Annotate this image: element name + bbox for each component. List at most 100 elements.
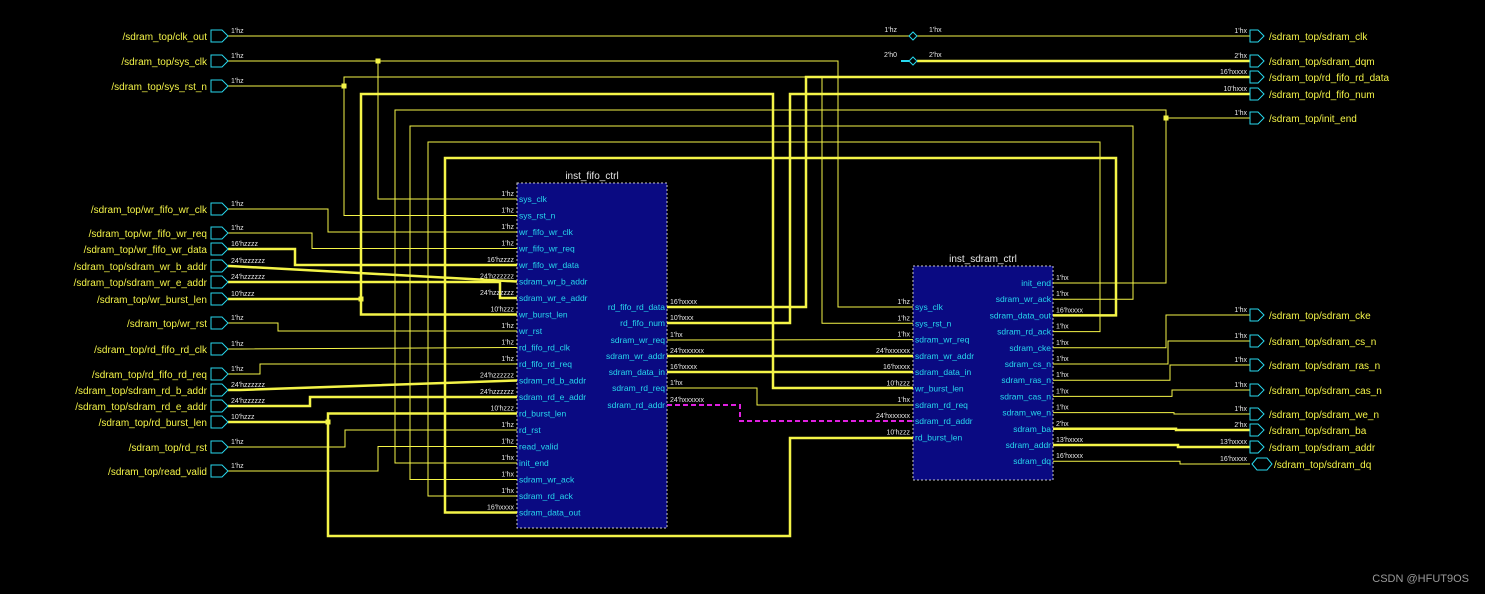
input-port-value: 1'hz <box>231 463 244 470</box>
fifo-pin-value: 24'hzzzzzz <box>480 389 515 396</box>
input-port-value: 1'hz <box>231 341 244 348</box>
sdram-pin-sdram_addr: sdram_addr <box>1006 440 1052 450</box>
wire-init-end-fifo <box>394 109 1167 464</box>
output-port-label: /sdram_top/sdram_ras_n <box>1269 361 1380 372</box>
fifo-pin-sdram_rd_b_addr: sdram_rd_b_addr <box>519 376 586 386</box>
input-port-icon <box>210 226 229 240</box>
wire-sdram-out-10 <box>1053 443 1250 449</box>
wire-sys-clk <box>228 60 517 200</box>
sdram-pin-value: 1'hz <box>897 299 910 306</box>
input-port-value: 1'hz <box>231 225 244 232</box>
output-port-value: 1'hx <box>1234 307 1247 314</box>
bus-rd-addr <box>667 404 913 422</box>
sdram-pin-sdram_wr_ack: sdram_wr_ack <box>996 294 1052 304</box>
fifo-pin-value: 24'hxxxxxx <box>670 397 705 404</box>
fifo-pin-value: 1'hz <box>501 439 514 446</box>
fifo-pin-value: 1'hz <box>501 356 514 363</box>
fifo-pin-rd_rst: rd_rst <box>519 425 541 435</box>
fifo-pin-rd_fifo_num: rd_fifo_num <box>620 318 665 328</box>
sdram-pin-value: 13'hxxxx <box>1056 437 1084 444</box>
input-port-value: 1'hz <box>231 28 244 35</box>
wire-rd-ack <box>427 141 1101 497</box>
input-port-value: 1'hz <box>231 315 244 322</box>
output-port-icon <box>1249 407 1265 421</box>
input-port-icon <box>210 54 229 68</box>
sdram-pin-sdram_wr_addr: sdram_wr_addr <box>915 351 974 361</box>
bus-rd-fifo-data <box>667 75 1250 309</box>
fifo-pin-sdram_rd_e_addr: sdram_rd_e_addr <box>519 392 586 402</box>
sdram-pin-sys_clk: sys_clk <box>915 302 944 312</box>
input-port-label: /sdram_top/sdram_wr_b_addr <box>74 262 208 273</box>
output-port-icon <box>1249 423 1265 437</box>
input-port-icon <box>210 29 229 43</box>
sdram-pin-sdram_cs_n: sdram_cs_n <box>1005 359 1052 369</box>
sdram-pin-value: 16'hxxxx <box>1056 453 1084 460</box>
fifo-pin-value: 1'hz <box>501 422 514 429</box>
output-port-value: 1'hx <box>1234 110 1247 117</box>
sdram-pin-sdram_ras_n: sdram_ras_n <box>1001 375 1051 385</box>
fifo-pin-sdram_rd_addr: sdram_rd_addr <box>607 400 665 410</box>
output-port-label: /sdram_top/sdram_addr <box>1269 443 1376 454</box>
input-port-value: 24'hzzzzzz <box>231 398 266 405</box>
wire-init-end-out <box>1053 117 1250 284</box>
input-port-value: 1'hz <box>231 53 244 60</box>
input-port-value: 1'hz <box>231 201 244 208</box>
wire-sdram-out-5 <box>1053 340 1250 365</box>
input-port-icon <box>210 342 229 356</box>
bus-wr-e-addr <box>228 280 517 300</box>
input-port-value: 24'hzzzzzz <box>231 258 266 265</box>
fifo-pin-value: 1'hx <box>501 455 514 462</box>
assign-in-value: 2'h0 <box>884 52 897 59</box>
fifo-pin-read_valid: read_valid <box>519 442 558 452</box>
sdram-pin-value: 24'hxxxxxx <box>876 348 911 355</box>
sdram-pin-sdram_cke: sdram_cke <box>1009 343 1051 353</box>
output-port-label: /sdram_top/sdram_we_n <box>1269 410 1379 421</box>
output-port-value: 16'hxxxx <box>1220 69 1248 76</box>
input-port-icon <box>210 383 229 397</box>
fifo-pin-sdram_rd_req: sdram_rd_req <box>612 383 665 393</box>
fifo-pin-wr_fifo_wr_clk: wr_fifo_wr_clk <box>518 227 574 237</box>
output-port-value: 10'hxxx <box>1223 86 1247 93</box>
output-port-label: /sdram_top/sdram_clk <box>1269 32 1368 43</box>
fifo-pin-wr_fifo_wr_data: wr_fifo_wr_data <box>518 260 579 270</box>
output-port-label: /sdram_top/sdram_cas_n <box>1269 386 1382 397</box>
input-port-icon <box>210 292 229 306</box>
fifo-pin-value: 10'hzzz <box>490 406 514 413</box>
input-port-label: /sdram_top/rd_fifo_rd_req <box>92 370 207 381</box>
input-port-label: /sdram_top/sdram_rd_b_addr <box>75 386 207 397</box>
input-port-icon <box>210 464 229 478</box>
fifo-pin-sdram_wr_addr: sdram_wr_addr <box>606 351 665 361</box>
sdram-pin-value: 1'hx <box>1056 405 1069 412</box>
sdram-pin-sys_rst_n: sys_rst_n <box>915 318 952 328</box>
sdram-pin-value: 16'hxxxx <box>883 364 911 371</box>
fifo-pin-sdram_wr_ack: sdram_wr_ack <box>519 475 575 485</box>
input-port-icon <box>210 275 229 289</box>
fifo-pin-sdram_data_in: sdram_data_in <box>609 367 666 377</box>
bus-rd-fifo-num <box>667 92 1250 325</box>
input-port-label: /sdram_top/sys_clk <box>121 57 208 68</box>
input-port-value: 1'hz <box>231 78 244 85</box>
fifo-pin-value: 1'hz <box>501 208 514 215</box>
fifo-pin-value: 16'hxxxx <box>670 364 698 371</box>
input-port-icon <box>210 259 229 273</box>
output-port-label: /sdram_top/rd_fifo_rd_data <box>1269 73 1390 84</box>
output-port-icon <box>1249 383 1265 397</box>
fifo-pin-value: 1'hx <box>501 488 514 495</box>
output-port-label: /sdram_top/rd_fifo_num <box>1269 90 1375 101</box>
sdram-pin-sdram_rd_ack: sdram_rd_ack <box>997 327 1052 337</box>
wire-rd-req <box>228 363 517 375</box>
input-port-value: 10'hzzz <box>231 414 255 421</box>
output-port-label: /sdram_top/init_end <box>1269 114 1357 125</box>
sdram-pin-value: 1'hx <box>1056 324 1069 331</box>
wire-sdram-out-6 <box>1053 364 1250 381</box>
input-port-value: 16'hzzzz <box>231 241 259 248</box>
input-port-icon <box>210 415 229 429</box>
fifo-pin-sys_clk: sys_clk <box>519 194 548 204</box>
sdram-pin-value: 1'hx <box>1056 275 1069 282</box>
sdram-pin-sdram_rd_addr: sdram_rd_addr <box>915 416 973 426</box>
output-port-label: /sdram_top/sdram_cke <box>1269 311 1371 322</box>
bus-rd-b-addr <box>228 379 518 392</box>
sdram-pin-sdram_data_out: sdram_data_out <box>990 310 1052 320</box>
fifo-pin-rd_fifo_rd_clk: rd_fifo_rd_clk <box>519 343 571 353</box>
